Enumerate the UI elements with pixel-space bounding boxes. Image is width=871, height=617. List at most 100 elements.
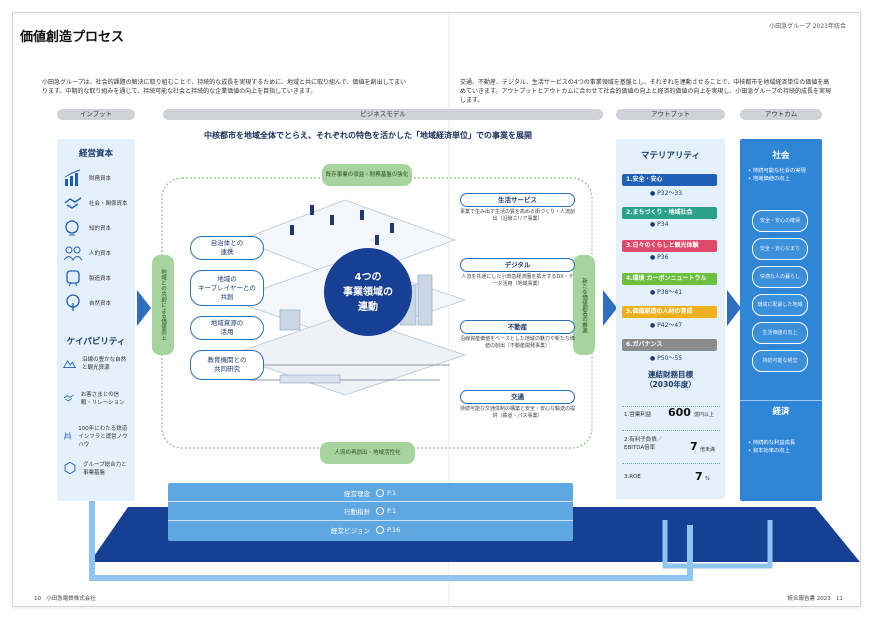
page-number-right: 11	[836, 596, 843, 602]
capital-item: 知的資本	[63, 219, 111, 237]
outcome-oval-4: 環境に配慮した地域	[752, 294, 808, 316]
kpi-1-value: 600	[668, 406, 691, 419]
outcome-panel: 社会 • 持続可能な社会の実現 • 地域価値の向上 経済 • 持続的な利益成長 …	[740, 139, 822, 501]
partner-education: 教育機関との 共同研究	[190, 350, 264, 380]
area-desc: 人流を共通にした小田急経済圏を拡大するDX・データ活用（地域事業）	[461, 274, 574, 287]
capital-item: 人的資本	[63, 244, 111, 262]
materiality-bar-4: 4.環境 カーボンニュートラル	[622, 273, 717, 285]
area-real-estate: 不動産 沿線資産価値をベースとした地域の魅力や新たな価値の創出（不動産開発事業）	[460, 320, 575, 350]
kpi-1-label: 1.営業利益	[624, 412, 652, 418]
capability-item: 沿線の豊かな自然と観光資源	[63, 354, 129, 372]
section-business: ビジネスモデル	[163, 109, 603, 120]
area-desc: 持続可能な交通体制の構築と安全・安心な輸送の提供（鉄道・バス事業）	[460, 406, 576, 419]
kpi-title: 連結財務目標 （2030年度）	[645, 370, 696, 389]
capital-item: 財務資本	[63, 169, 111, 187]
materiality-bar-2: 2.まちづくり・地域社会	[622, 207, 717, 219]
area-transport: 交通 持続可能な交通体制の構築と安全・安心な輸送の提供（鉄道・バス事業）	[460, 390, 575, 420]
outcome-oval-6: 持続可能な経営	[752, 350, 808, 372]
materiality-page-5: ● P42～47	[650, 322, 683, 329]
partner-key-players: 地域の キープレイヤーとの 共創	[190, 270, 264, 306]
footer-right-text: 統合報告書 2023	[787, 596, 831, 602]
left-cycle-pill: 地域との共創による価値向上	[152, 255, 174, 355]
rail-icon	[64, 432, 72, 440]
materiality-bar-1: 1.安全・安心	[622, 174, 717, 186]
capital-label: 製造資本	[89, 276, 112, 282]
leaf-head-icon	[65, 220, 79, 236]
materiality-bar-5: 5.価値創造の人材の育成	[622, 306, 717, 318]
materiality-title: マテリアリティ	[641, 151, 700, 161]
outcome-oval-3: 快適な人の暮らし	[752, 266, 808, 288]
handshake-icon	[63, 394, 74, 402]
capital-item: 自然資本	[63, 294, 111, 312]
capital-label: 社会・関係資本	[89, 201, 128, 207]
capability-label: グループ総合力と事業基盤	[83, 462, 127, 476]
materiality-page-6: ● P50～55	[650, 355, 683, 362]
kpi-3-unit: %	[705, 476, 710, 482]
outcome-oval-1: 安全・安心の確保	[752, 210, 808, 232]
kpi-3-value: 7	[695, 470, 703, 483]
area-name: 交通	[460, 390, 575, 404]
partner-local-resources: 地域資源の 活用	[190, 316, 264, 340]
footer-left: 10 小田急電鉄株式会社	[34, 594, 96, 602]
capital-item: 製造資本	[63, 269, 111, 287]
outcome-oval-2: 安全・安心なまち	[752, 238, 808, 260]
area-name: デジタル	[460, 258, 575, 272]
management-capital-title: 経営資本	[78, 149, 113, 159]
bottom-cycle-pill: 人流の再創出・地域活性化	[320, 442, 415, 464]
area-name: 不動産	[460, 320, 575, 334]
tree-icon	[66, 294, 80, 311]
area-desc: 沿線資産価値をベースとした地域の魅力や新たな価値の創出（不動産開発事業）	[460, 336, 575, 349]
top-cycle-pill: 既存事業の収益・財務基盤の強化	[322, 164, 412, 186]
partner-municipality: 自治体との 連携	[190, 236, 264, 260]
area-digital: デジタル 人流を共通にした小田急経済圏を拡大するDX・データ活用（地域事業）	[460, 258, 575, 288]
capital-item: 社会・関係資本	[63, 194, 128, 212]
area-desc: 事業で生み出す生活の質を高める街づくり・人流創出（沿線エリア事業）	[460, 209, 576, 222]
social-bullets: • 持続可能な社会の実現 • 地域価値の向上	[748, 168, 806, 182]
page-title: 価値創造プロセス	[20, 30, 125, 45]
arrow-input-to-business	[137, 290, 151, 326]
intro-right: 交通、不動産、デジタル、生活サービスの4つの事業領域を基盤とし、それぞれを連動さ…	[460, 79, 832, 104]
capability-label: お客さまとの信頼・リレーション	[80, 392, 125, 406]
kpi-1-unit: 億円以上	[694, 412, 715, 418]
page-spine	[448, 13, 449, 606]
outcome-oval-5: 生活価値の向上	[752, 322, 808, 344]
capability-title: ケイパビリティ	[66, 337, 126, 347]
center-circle: 4つの 事業領域の 連動	[324, 248, 412, 336]
section-input: インプット	[57, 109, 135, 120]
capability-item: 100年にわたる鉄道インフラと運営ノウハウ	[63, 424, 129, 448]
economic-title: 経済	[772, 407, 790, 417]
materiality-bar-3: 3.日々のくらしと観光体験	[622, 240, 717, 252]
materiality-page-2: ● P34	[650, 221, 669, 228]
capability-label: 100年にわたる鉄道インフラと運営ノウハウ	[78, 426, 128, 448]
kpi-2-value: 7	[690, 440, 698, 453]
badge-icon	[64, 461, 76, 475]
header-right-text: 小田急グループ 2023年統合	[769, 23, 846, 30]
capital-label: 人的資本	[89, 251, 112, 257]
section-outcome: アウトカム	[740, 109, 822, 120]
handshake-icon	[64, 197, 82, 209]
economic-bullets: • 持続的な利益成長 • 資本効率の向上	[748, 440, 796, 454]
philosophy-box	[168, 483, 573, 541]
footer-left-text: 小田急電鉄株式会社	[46, 596, 96, 602]
arrow-output-to-outcome	[727, 290, 741, 326]
social-title: 社会	[772, 151, 790, 161]
materiality-page-3: ● P36	[650, 254, 669, 261]
arrow-business-to-output	[603, 290, 617, 326]
materiality-bar-6: 6.ガバナンス	[622, 339, 717, 351]
footer-right: 統合報告書 2023 11	[788, 594, 844, 602]
section-output: アウトプット	[616, 109, 725, 120]
right-cycle-pill: 新たな価値創造の推進	[573, 255, 595, 355]
business-model-title: 中核都市を地域全体でとらえ、それぞれの特色を活かした「地域経済単位」での事業を展…	[204, 131, 532, 140]
bar-chart-icon	[64, 169, 81, 186]
kpi-2-label: 2.有利子負債／ EBITDA倍率	[624, 437, 663, 451]
people-icon	[63, 246, 83, 262]
capability-item: グループ総合力と事業基盤	[63, 459, 129, 477]
capital-label: 自然資本	[89, 301, 112, 307]
capital-label: 知的資本	[89, 226, 112, 232]
train-icon	[66, 270, 80, 287]
materiality-page-1: ● P32～33	[650, 190, 683, 197]
materiality-page-4: ● P38～41	[650, 289, 683, 296]
